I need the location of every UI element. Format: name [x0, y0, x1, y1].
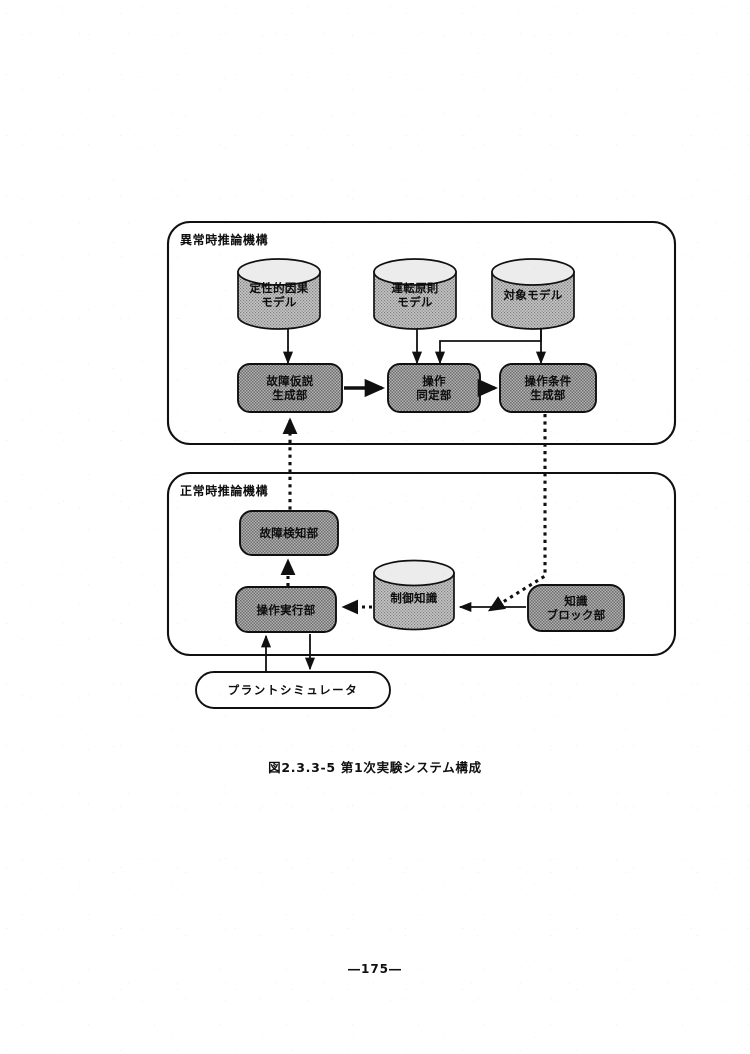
node-operation-identifier — [387, 363, 481, 413]
node-knowledge-block — [527, 584, 625, 632]
panel-title-normal: 正常時推論機構 — [180, 484, 269, 498]
node-operation-condition-generator — [499, 363, 597, 413]
panel-title-abnormal: 異常時推論機構 — [180, 233, 269, 247]
figure-caption: 図2.3.3-5 第1次実験システム構成 — [268, 760, 482, 775]
node-plant-simulator — [195, 671, 391, 709]
cylinder-operating-principle-model — [373, 258, 457, 330]
system-architecture-diagram: 異常時推論機構 正常時推論機構 定性的因果 モデル 運転原則 モデル 対象モデル… — [166, 220, 677, 709]
node-operation-executor — [235, 586, 337, 633]
cylinder-control-knowledge — [373, 559, 455, 631]
panel-abnormal-inference — [166, 220, 677, 446]
cylinder-target-model — [491, 258, 575, 330]
edge-condition-generator-to-control-knowledge — [487, 414, 547, 612]
cylinder-qualitative-causal-model — [237, 258, 321, 330]
node-fault-detector — [239, 510, 339, 556]
page-number: ―175― — [347, 962, 403, 976]
edge-target-model-to-operation-identifier — [434, 329, 542, 365]
node-fault-hypothesis-generator — [237, 363, 343, 413]
panel-normal-inference — [166, 471, 677, 657]
